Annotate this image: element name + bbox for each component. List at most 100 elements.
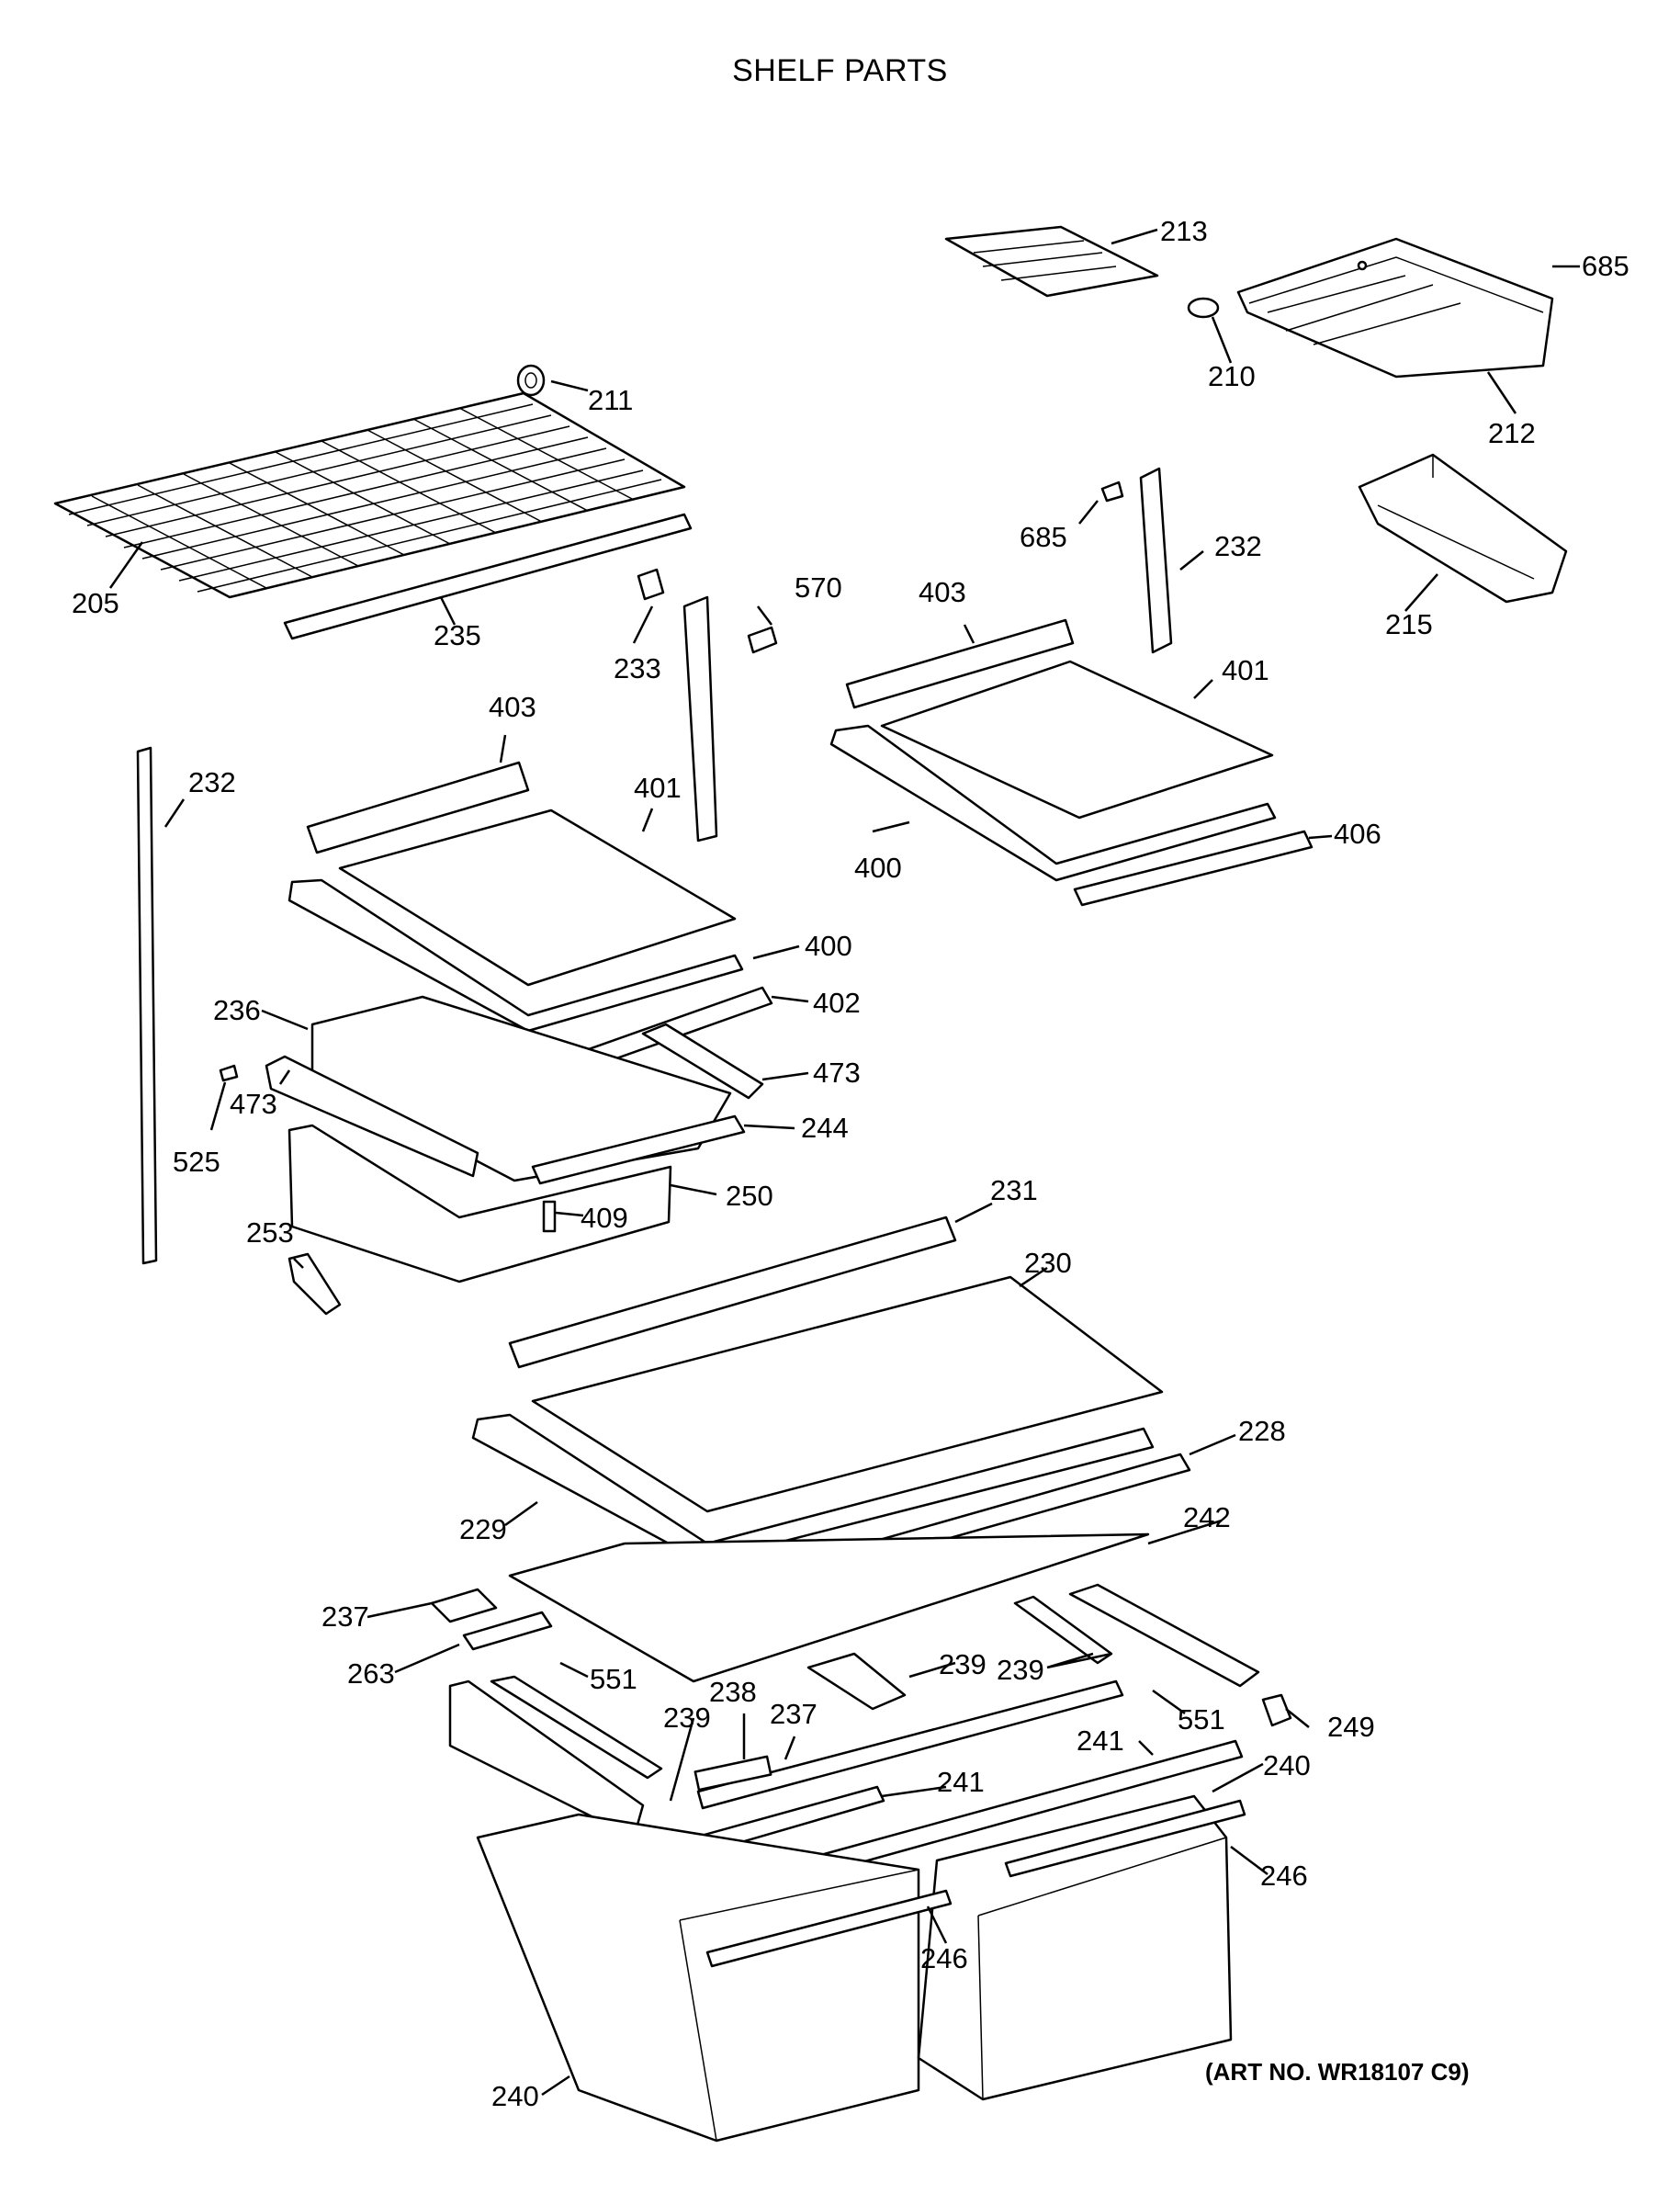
screw-570 [747, 626, 778, 654]
frame-400-right [829, 724, 1277, 882]
label-233: 233 [614, 652, 661, 684]
pin-210 [1187, 297, 1220, 319]
label-228: 228 [1238, 1415, 1286, 1447]
trim-244 [531, 1114, 746, 1185]
label-242: 242 [1183, 1501, 1231, 1533]
label-232-left: 232 [188, 766, 236, 798]
label-263: 263 [347, 1657, 395, 1690]
glass-242 [508, 1532, 1150, 1683]
handle-246-left [705, 1889, 953, 1968]
upright-232-right [1139, 467, 1173, 654]
label-403-right: 403 [919, 576, 966, 608]
label-237-left: 237 [321, 1600, 369, 1633]
label-231: 231 [990, 1174, 1038, 1206]
handle-246-right [1004, 1799, 1246, 1878]
glass-401-right [880, 660, 1274, 820]
screw-685-mid [1100, 481, 1124, 503]
bracket-left [448, 1679, 645, 1839]
label-230: 230 [1024, 1247, 1072, 1279]
label-253: 253 [246, 1216, 294, 1249]
label-685-top: 685 [1582, 250, 1629, 282]
clip-233 [637, 568, 665, 601]
label-570: 570 [795, 571, 842, 604]
trim-403-right [845, 618, 1075, 709]
label-473-left: 473 [230, 1088, 277, 1120]
label-235: 235 [434, 619, 481, 651]
label-213: 213 [1160, 215, 1208, 247]
trim-231 [508, 1216, 957, 1369]
drawer-240-right [917, 1794, 1233, 2101]
leader-lines [108, 228, 1580, 2097]
frame-400-left [288, 878, 744, 1033]
label-685-mid: 685 [1020, 521, 1067, 553]
drawer-240-left [476, 1813, 920, 2143]
label-238 [693, 1755, 772, 1792]
trim-403-left [306, 761, 530, 854]
label-551-left: 551 [590, 1663, 637, 1695]
bracket-253 [288, 1252, 342, 1316]
label-215: 215 [1385, 608, 1433, 640]
art-number: (ART NO. WR18107 C9) [1205, 2058, 1470, 2086]
label-232-right: 232 [1214, 530, 1262, 562]
trim-406 [1073, 830, 1314, 907]
drawer-250 [288, 1124, 672, 1283]
upright-center [682, 595, 718, 842]
rail-473-right [641, 1023, 764, 1100]
label-401-left: 401 [634, 772, 682, 804]
bin-215 [1358, 453, 1568, 604]
label-409 [542, 1200, 557, 1233]
slide-left [490, 1675, 663, 1780]
screw-685-top [1357, 260, 1368, 271]
diagram-title: SHELF PARTS [732, 53, 948, 88]
label-400-right: 400 [854, 852, 902, 884]
label-239-right: 239 [997, 1654, 1044, 1686]
ice-tray-213 [944, 225, 1159, 298]
rail-237-right [696, 1679, 1124, 1810]
label-401-right: 401 [1222, 654, 1269, 686]
label-229: 229 [459, 1513, 507, 1545]
bumper-211 [516, 364, 546, 397]
glass-401-left [338, 808, 737, 987]
label-236: 236 [213, 994, 261, 1026]
label-409: 409 [581, 1202, 628, 1234]
label-240-left: 240 [491, 2080, 539, 2112]
label-250: 250 [726, 1180, 773, 1212]
label-403-left: 403 [489, 691, 536, 723]
label-244: 244 [801, 1112, 849, 1144]
label-240-right: 240 [1263, 1749, 1311, 1781]
label-406: 406 [1334, 818, 1381, 850]
label-241-right: 241 [1077, 1724, 1124, 1757]
rail-right-long [1068, 1583, 1260, 1688]
glass-230 [531, 1275, 1164, 1513]
wire-shelf-205 [53, 391, 686, 599]
label-212: 212 [1488, 417, 1536, 449]
screw-525 [219, 1064, 239, 1082]
label-525: 525 [173, 1146, 220, 1178]
label-246-left: 246 [920, 1942, 968, 1974]
freezer-shelf-212 [1236, 237, 1554, 379]
label-239-left: 239 [663, 1702, 711, 1734]
label-551-right: 551 [1178, 1703, 1225, 1736]
label-246-right: 246 [1260, 1860, 1308, 1892]
rail-263 [462, 1611, 553, 1651]
rail-237-left [430, 1588, 498, 1623]
trim-235 [283, 513, 693, 640]
frame-229 [471, 1413, 1155, 1564]
rail-473-left [265, 1055, 479, 1178]
label-402: 402 [813, 987, 861, 1019]
callout-labels: 205 211 235 233 570 213 210 212 685 685 … [72, 215, 1629, 2112]
upright-232-left [136, 746, 158, 1265]
label-238: 238 [709, 1676, 757, 1708]
label-400-left: 400 [805, 930, 852, 962]
label-205: 205 [72, 587, 119, 619]
label-211: 211 [588, 384, 633, 416]
support-239 [806, 1652, 907, 1711]
label-249: 249 [1327, 1711, 1375, 1743]
clip-249 [1261, 1693, 1292, 1727]
label-239-mid: 239 [939, 1648, 987, 1680]
label-241-left: 241 [937, 1766, 985, 1798]
label-473-right: 473 [813, 1057, 861, 1089]
label-237-right: 237 [770, 1698, 817, 1730]
